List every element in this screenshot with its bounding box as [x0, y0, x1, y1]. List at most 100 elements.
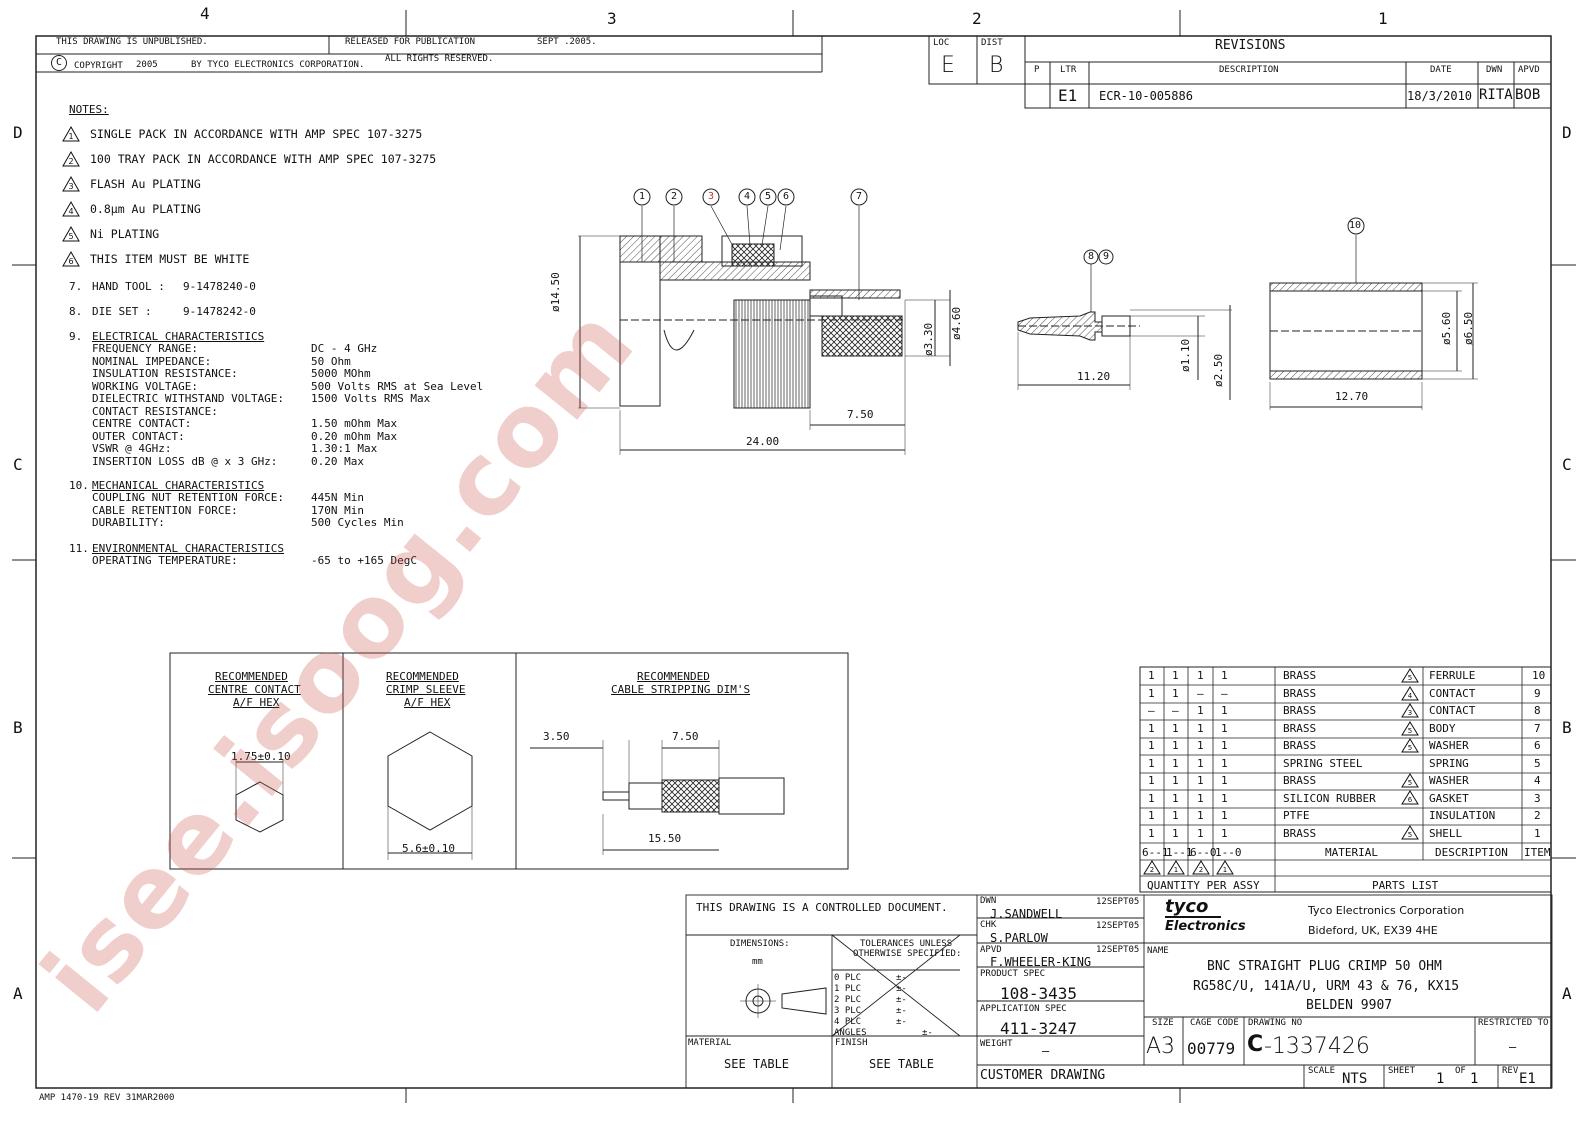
- zone-col-2: 2: [972, 9, 982, 28]
- rec-sleeve-title-1: RECOMMENDED: [386, 670, 459, 683]
- zone-row-d-right: D: [1562, 123, 1572, 142]
- note-text: 0.8µm Au PLATING: [90, 202, 201, 216]
- tyco-logo-sub: Electronics: [1165, 919, 1246, 934]
- parts-row-10-q4: 1: [1221, 669, 1228, 682]
- electrical-key: WORKING VOLTAGE:: [92, 379, 198, 393]
- parts-row-3-item: 3: [1534, 792, 1541, 805]
- parts-flag: 5: [1408, 831, 1412, 839]
- material-label: MATERIAL: [688, 1038, 732, 1048]
- parts-row-8-item: 8: [1534, 704, 1541, 717]
- parts-row-5-item: 5: [1534, 757, 1541, 770]
- dimensions-unit: mm: [752, 957, 763, 967]
- rights-note: ALL RIGHTS RESERVED.: [385, 54, 494, 64]
- parts-row-3-q1: 1: [1148, 792, 1155, 805]
- parts-row-2-item: 2: [1534, 809, 1541, 822]
- rec-sleeve-dim: 5.6±0.10: [402, 842, 455, 855]
- parts-row-4-item: 4: [1534, 774, 1541, 787]
- mechanical-key: DURABILITY:: [92, 516, 165, 529]
- chk-label: CHK: [980, 920, 997, 930]
- tolerance-value: ±-: [896, 995, 907, 1005]
- dim-dia-6-50: ø6.50: [1462, 311, 1475, 345]
- parts-row-3-q4: 1: [1221, 792, 1228, 805]
- mechanical-keys: COUPLING NUT RETENTION FORCE: CABLE RETE…: [92, 491, 284, 530]
- loc-value: E: [941, 53, 955, 78]
- dimensions-label: DIMENSIONS:: [730, 939, 790, 949]
- dist-value: B: [989, 53, 1004, 78]
- customer-drawing-label: CUSTOMER DRAWING: [980, 1068, 1106, 1083]
- flag-triangle-icon: 4: [62, 201, 80, 217]
- copyright-label: COPYRIGHT: [74, 61, 123, 71]
- note-11-title: ENVIRONMENTAL CHARACTERISTICS: [92, 542, 285, 555]
- parts-flag: 6: [1408, 796, 1413, 804]
- parts-row-9-item: 9: [1534, 687, 1541, 700]
- parts-row-6-item: 6: [1534, 739, 1541, 752]
- finish-value: SEE TABLE: [869, 1057, 935, 1071]
- parts-row-9-desc: CONTACT: [1429, 687, 1476, 700]
- dim-length-11-20: 11.20: [1077, 370, 1111, 383]
- size-label: SIZE: [1152, 1018, 1174, 1028]
- note-11-number: 11.: [69, 542, 89, 555]
- tolerance-value: ±-: [896, 1017, 907, 1027]
- dim-length-12-70: 12.70: [1335, 390, 1369, 403]
- zone-col-1: 1: [1378, 9, 1388, 28]
- rev-description: ECR-10-005886: [1099, 89, 1193, 103]
- parts-flag: 5: [1408, 744, 1412, 752]
- flag-triangle-icon: 2: [62, 151, 80, 167]
- dwn-name: J.SANDWELL: [990, 907, 1063, 921]
- parts-row-4-q4: 1: [1221, 774, 1228, 787]
- parts-header-item: ITEM: [1524, 846, 1551, 859]
- flag-number: 6: [68, 257, 73, 266]
- flag-number: 4: [68, 207, 73, 216]
- controlled-document-note: THIS DRAWING IS A CONTROLLED DOCUMENT.: [696, 901, 948, 914]
- parts-row-1-q3: 1: [1197, 827, 1204, 840]
- electrical-value: 0.20 Max: [311, 454, 364, 468]
- parts-row-3-q3: 1: [1197, 792, 1204, 805]
- tolerance-values: ±- ±- ±- ±- ±- ±-: [896, 973, 933, 1039]
- parts-row-8-q2: –: [1172, 704, 1179, 717]
- sheet-total: 1: [1470, 1071, 1479, 1087]
- suffix-flags: 2 1 2 1: [1143, 860, 1234, 875]
- parts-row-1-q2: 1: [1172, 827, 1179, 840]
- parts-row-10-q2: 1: [1172, 669, 1179, 682]
- tolerance-rows: 0 PLC 1 PLC 2 PLC 3 PLC 4 PLC ANGLES: [834, 973, 867, 1039]
- parts-row-2-q4: 1: [1221, 809, 1228, 822]
- parts-row-9-q1: 1: [1148, 687, 1155, 700]
- zone-row-c-right: C: [1562, 455, 1572, 474]
- parts-row-10-desc: FERRULE: [1429, 669, 1476, 682]
- dim-dia-2-50: ø2.50: [1212, 353, 1225, 387]
- note-6: 6 THIS ITEM MUST BE WHITE: [62, 251, 249, 267]
- note-text: THIS ITEM MUST BE WHITE: [90, 252, 250, 266]
- electrical-value: 1.30:1 Max: [311, 442, 378, 455]
- rev-header-p: P: [1034, 65, 1040, 75]
- parts-row-4-desc: WASHER: [1429, 774, 1469, 787]
- product-spec-label: PRODUCT SPEC: [980, 969, 1046, 979]
- dwn-label: DWN: [980, 896, 997, 906]
- parts-row-8-desc: CONTACT: [1429, 704, 1476, 717]
- rev-value: E1: [1519, 1071, 1536, 1087]
- tyco-logo-word: tyco: [1165, 898, 1221, 918]
- parts-row-2-q3: 1: [1197, 809, 1204, 822]
- balloon-9: 9: [1103, 251, 1110, 262]
- rev-header-dwn: DWN: [1486, 65, 1503, 75]
- note-text: SINGLE PACK IN ACCORDANCE WITH AMP SPEC …: [90, 127, 423, 141]
- zone-row-c-left: C: [13, 455, 23, 474]
- electrical-key: DIELECTRIC WITHSTAND VOLTAGE:: [92, 392, 285, 405]
- tolerance-value: ±-: [896, 973, 907, 983]
- parts-row-5-q2: 1: [1172, 757, 1179, 770]
- electrical-value: 0.20 mOhm Max: [311, 429, 398, 443]
- suffix-3: 6--0: [1190, 846, 1217, 859]
- note-7-value: 9-1478240-0: [183, 280, 256, 293]
- rev-dwn: RITA: [1479, 87, 1513, 103]
- form-id: AMP 1470-19 REV 31MAR2000: [39, 1093, 175, 1103]
- mechanical-key: CABLE RETENTION FORCE:: [92, 503, 238, 517]
- tolerance-row: 4 PLC: [834, 1017, 862, 1027]
- parts-row-1-item: 1: [1534, 827, 1541, 840]
- revisions-title: REVISIONS: [1215, 38, 1286, 53]
- strip-dim-15-50: 15.50: [648, 832, 682, 845]
- title-line-2: RG58C/U, 141A/U, URM 43 & 76, KX15: [1193, 979, 1460, 994]
- parts-row-4-material: BRASS: [1283, 774, 1317, 787]
- strip-dim-3-50: 3.50: [543, 730, 570, 743]
- environmental-values: -65 to +165 DegC: [311, 554, 417, 568]
- note-8-label: DIE SET :: [92, 305, 152, 318]
- electrical-values: DC - 4 GHz 50 Ohm 5000 MOhm 500 Volts RM…: [311, 342, 483, 468]
